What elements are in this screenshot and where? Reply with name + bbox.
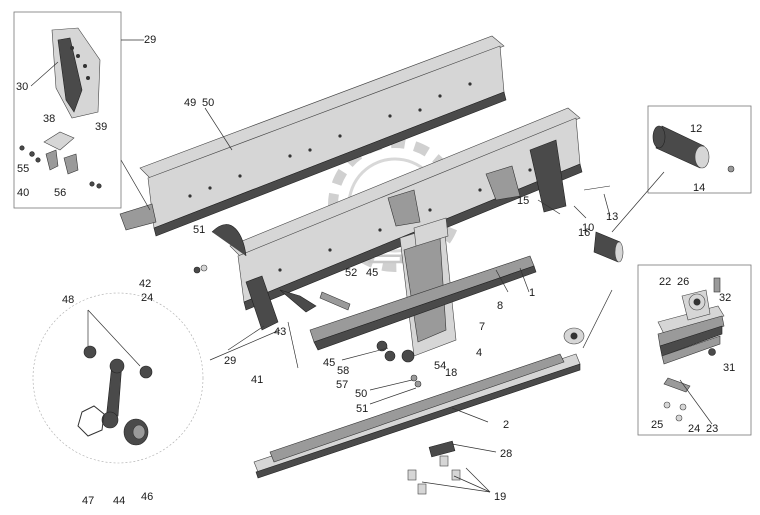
callout-24-right: 24 bbox=[688, 423, 700, 435]
callout-22: 22 bbox=[659, 276, 671, 288]
callout-52: 52 bbox=[345, 267, 357, 279]
callout-28: 28 bbox=[500, 448, 512, 460]
callout-48: 48 bbox=[62, 294, 74, 306]
callout-8: 8 bbox=[497, 300, 503, 312]
callout-29-top: 29 bbox=[144, 34, 156, 46]
leader-lines bbox=[30, 39, 713, 493]
callout-57: 57 bbox=[336, 379, 348, 391]
callout-32: 32 bbox=[719, 292, 731, 304]
inset-bracket-box bbox=[13, 11, 122, 209]
callout-4: 4 bbox=[476, 347, 482, 359]
callout-23: 23 bbox=[706, 423, 718, 435]
callout-12: 12 bbox=[690, 123, 702, 135]
callout-24-left: 24 bbox=[141, 292, 153, 304]
callout-30: 30 bbox=[16, 81, 28, 93]
callout-42: 42 bbox=[139, 278, 151, 290]
callout-50-mid: 50 bbox=[355, 388, 367, 400]
callout-56: 56 bbox=[54, 187, 66, 199]
callout-18: 18 bbox=[445, 367, 457, 379]
callout-46: 46 bbox=[141, 491, 153, 503]
callout-10: 10 bbox=[582, 222, 594, 234]
inset-spring-box bbox=[637, 264, 752, 436]
callout-41: 41 bbox=[251, 374, 263, 386]
inset-link-circle bbox=[32, 292, 204, 464]
callout-labels: 1 2 4 7 8 10 12 13 14 15 16 18 19 22 23 … bbox=[16, 34, 735, 507]
callout-26: 26 bbox=[677, 276, 689, 288]
callout-2: 2 bbox=[503, 419, 509, 431]
callout-44: 44 bbox=[113, 495, 125, 507]
callout-51-mid: 51 bbox=[356, 403, 368, 415]
small-hardware bbox=[193, 185, 624, 495]
callout-31: 31 bbox=[723, 362, 735, 374]
lower-leaf-spring bbox=[253, 327, 585, 479]
callout-58: 58 bbox=[337, 365, 349, 377]
upper-leaf-spring bbox=[309, 255, 537, 351]
callout-13: 13 bbox=[606, 211, 618, 223]
inset-link-parts bbox=[77, 345, 153, 446]
inset-pin-box bbox=[647, 105, 752, 194]
callout-45-lower: 45 bbox=[323, 357, 335, 369]
callout-25: 25 bbox=[651, 419, 663, 431]
callout-38: 38 bbox=[43, 113, 55, 125]
inset-spring-parts bbox=[657, 277, 725, 422]
callout-43: 43 bbox=[274, 326, 286, 338]
callout-1: 1 bbox=[529, 287, 535, 299]
callout-50-top: 50 bbox=[202, 97, 214, 109]
callout-7: 7 bbox=[479, 321, 485, 333]
callout-15: 15 bbox=[517, 195, 529, 207]
callout-14: 14 bbox=[693, 182, 705, 194]
inset-bracket-parts bbox=[19, 27, 102, 189]
callout-51-left: 51 bbox=[193, 224, 205, 236]
callout-47: 47 bbox=[82, 495, 94, 507]
callout-39: 39 bbox=[95, 121, 107, 133]
callout-54: 54 bbox=[434, 360, 446, 372]
callout-29-mid: 29 bbox=[224, 355, 236, 367]
callout-16: 16 bbox=[578, 227, 590, 239]
callout-45-upper: 45 bbox=[366, 267, 378, 279]
callout-49: 49 bbox=[184, 97, 196, 109]
callout-40: 40 bbox=[17, 187, 29, 199]
callout-55: 55 bbox=[17, 163, 29, 175]
inset-pin-parts bbox=[652, 125, 735, 173]
frame-rail-upper bbox=[119, 35, 507, 237]
callout-19: 19 bbox=[494, 491, 506, 503]
